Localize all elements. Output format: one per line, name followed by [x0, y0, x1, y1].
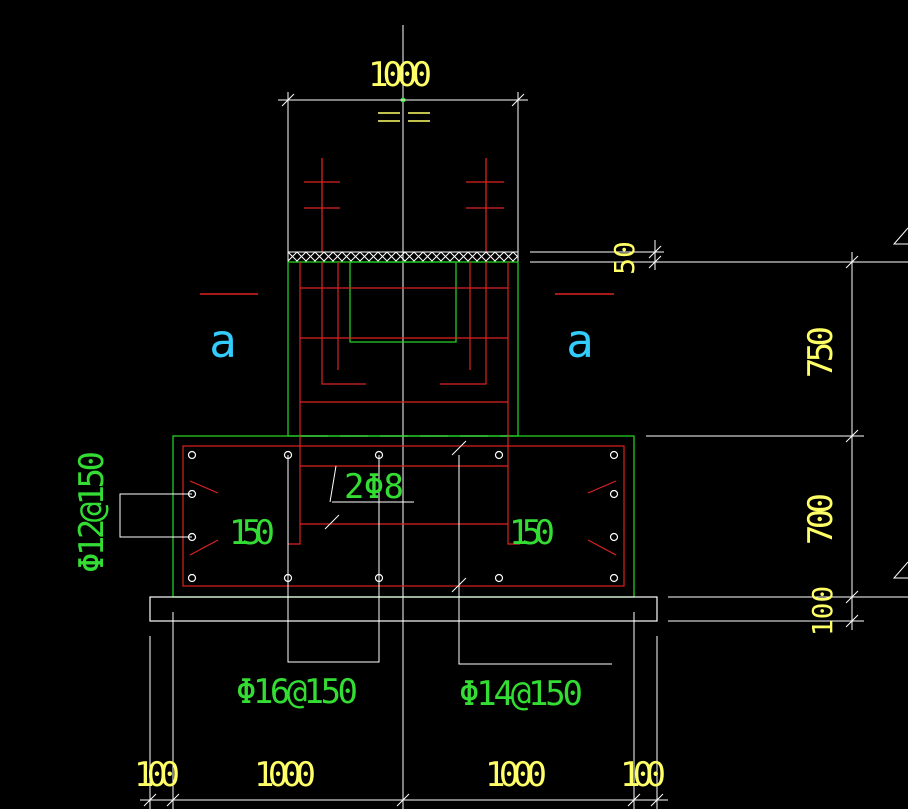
cover-right-label: 150: [509, 513, 555, 553]
bottom-left-edge-dim: 100: [134, 755, 180, 795]
top-width-dim: 1000: [368, 55, 432, 95]
bottom-right-rebar-label: Φ14@150: [459, 674, 583, 714]
pedestal-inner-box: [349, 261, 457, 343]
stirrup-label: 2Φ8: [344, 467, 404, 507]
bottom-right-edge-dim: 100: [620, 755, 666, 795]
right-dimensions: [530, 227, 908, 630]
section-mark-left: a: [209, 314, 237, 368]
bottom-right-span-dim: 1000: [485, 755, 547, 795]
cushion-layer: [149, 596, 658, 622]
footing-rebar-cage: [182, 445, 625, 587]
section-mark-right: a: [566, 314, 594, 368]
grout-layer: [287, 251, 519, 263]
cushion-height-dim: 100: [806, 586, 839, 637]
pedestal-rebar: [299, 262, 509, 436]
bottom-left-span-dim: 1000: [254, 755, 316, 795]
leader-lines: [119, 440, 612, 665]
footing-rebar: [189, 436, 617, 556]
side-bar-label: Φ12@150: [72, 451, 112, 573]
base-height-dim: 700: [801, 493, 841, 545]
symmetry-mark: [378, 112, 430, 122]
cover-left-label: 150: [229, 513, 275, 553]
anchor-gap-dim: 50: [608, 241, 641, 275]
top-dimension: [278, 92, 528, 252]
bottom-dimensions: [140, 612, 668, 809]
col-height-dim: 750: [801, 326, 841, 378]
bottom-left-rebar-label: Φ16@150: [236, 672, 358, 712]
anchor-bolts: [304, 158, 504, 252]
